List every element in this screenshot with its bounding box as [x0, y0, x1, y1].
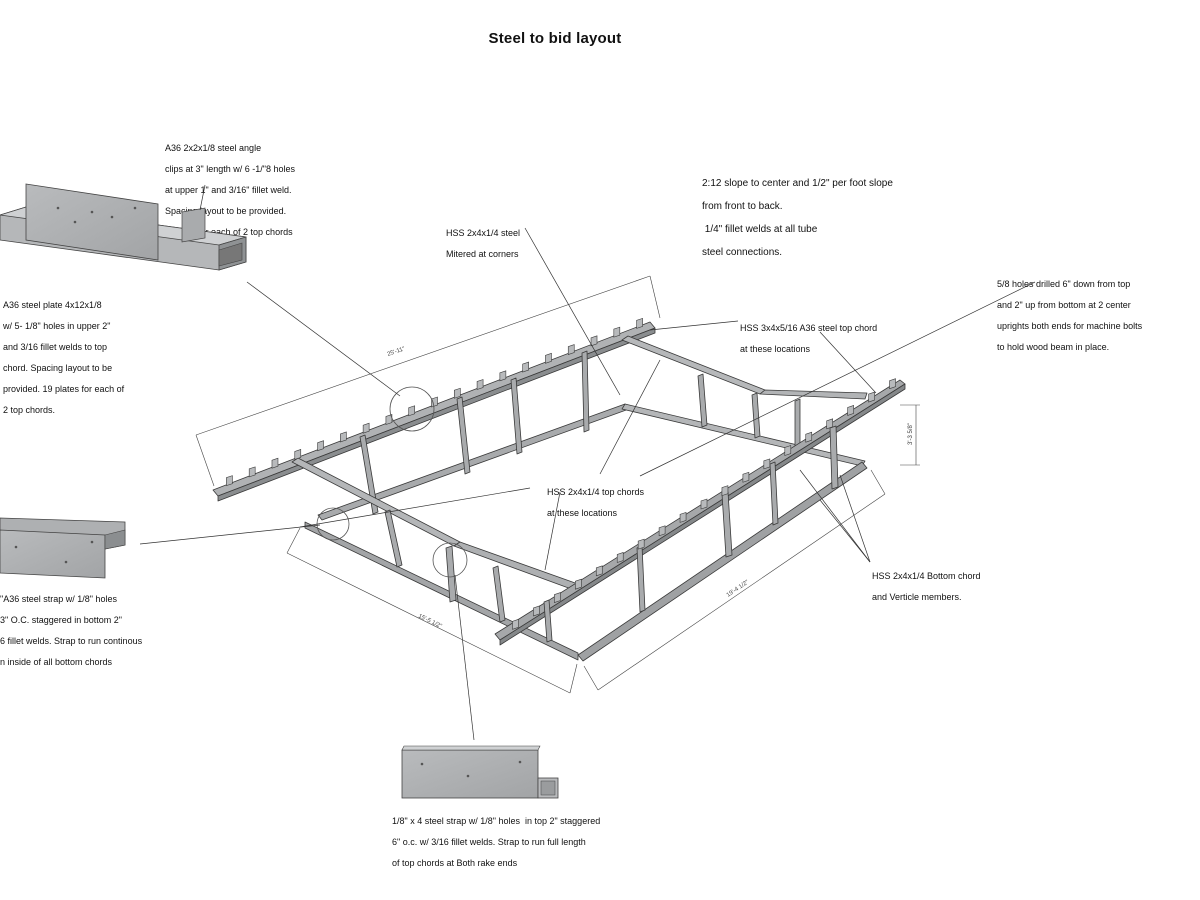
angle-clip: [868, 391, 875, 403]
angle-clip: [575, 578, 582, 590]
angle-clip: [613, 326, 621, 338]
detail-bottom-chord-strap: [0, 517, 126, 579]
back-chord-clips: [226, 317, 643, 487]
angle-clip: [453, 387, 461, 399]
angle-clip: [784, 445, 792, 456]
angle-clip: [636, 317, 643, 329]
dimension-lines: [195, 275, 920, 694]
leader-lines: [139, 184, 1036, 741]
angle-clip: [408, 405, 416, 417]
angle-clip: [700, 498, 708, 510]
angle-clip: [637, 538, 645, 550]
angle-clip: [567, 344, 575, 355]
dim-top-length: 25'-11": [387, 346, 406, 358]
note-hss-top-chords: HSS 2x4x1/4 top chords at these location…: [547, 486, 645, 518]
angle-clip: [294, 449, 302, 460]
angle-clip: [826, 418, 833, 430]
angle-clip: [763, 458, 771, 470]
dim-length: 19'-4 1/2": [726, 580, 750, 599]
angle-clip: [847, 405, 854, 416]
angle-clip: [805, 431, 813, 443]
page-title: Steel to bid layout: [488, 30, 622, 47]
dim-height: 3'-3 5/8": [908, 423, 914, 445]
angle-clip: [658, 525, 666, 537]
angle-clip: [522, 361, 529, 373]
angle-clip: [721, 485, 729, 497]
angle-clip: [512, 618, 519, 630]
angle-clip: [554, 592, 561, 603]
angle-clip: [679, 511, 687, 523]
angle-clip: [317, 440, 324, 452]
detail-top-chord-plate: [0, 183, 247, 271]
dim-width: 15'-5 1/2": [417, 613, 442, 629]
angle-clip: [533, 605, 540, 617]
angle-clip: [476, 379, 484, 390]
angle-clip: [340, 431, 347, 443]
note-hss-mitered: HSS 2x4x1/4 steel Mitered at corners: [446, 227, 521, 259]
angle-clip: [385, 414, 393, 425]
angle-clip: [226, 475, 233, 487]
note-bottom-chord: HSS 2x4x1/4 Bottom chord and Verticle me…: [872, 570, 981, 602]
note-rake-strap: 1/8" x 4 steel strap w/ 1/8" holes in to…: [392, 815, 601, 868]
main-frame: [212, 321, 906, 662]
note-steel-strap: "A36 steel strap w/ 1/8" holes 3" O.C. s…: [0, 593, 143, 667]
angle-clip: [499, 370, 507, 382]
angle-clip: [742, 471, 750, 483]
note-holes-drilled: 5/8 holes drilled 6" down from top and 2…: [997, 278, 1143, 352]
angle-clip: [545, 352, 552, 364]
plate-holes: [56, 206, 137, 224]
angle-clip: [590, 335, 598, 347]
detail-rake-strap: [401, 745, 559, 799]
note-hss-top-chord: HSS 3x4x5/16 A36 steel top chord at thes…: [740, 322, 878, 354]
note-slope: 2:12 slope to center and 1/2" per foot s…: [702, 177, 893, 258]
angle-clip: [271, 457, 279, 469]
angle-clip: [616, 552, 624, 563]
angle-clip: [248, 466, 256, 478]
angle-clip: [595, 565, 603, 577]
note-steel-plate: A36 steel plate 4x12x1/8 w/ 5- 1/8" hole…: [3, 299, 125, 415]
angle-clip: [431, 396, 438, 408]
angle-clip: [889, 378, 896, 390]
front-chord-clips: [512, 378, 896, 630]
angle-clip: [362, 422, 370, 434]
